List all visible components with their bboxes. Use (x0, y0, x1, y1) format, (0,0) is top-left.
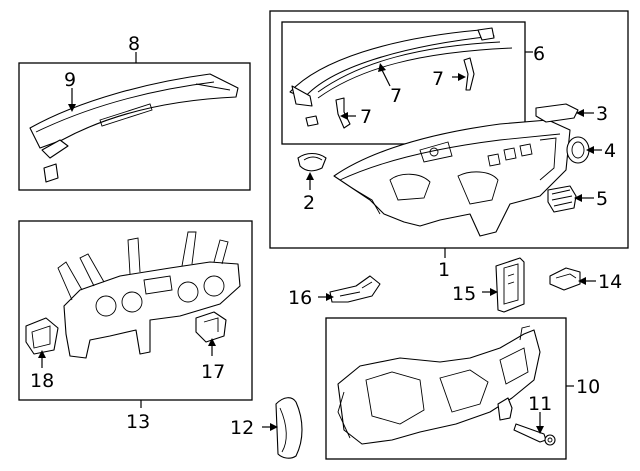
part-10-lower-panel (337, 329, 541, 445)
callout-9: 9 (64, 69, 76, 91)
callout-18: 18 (30, 370, 54, 392)
group-16: 16 (288, 275, 381, 309)
box-10 (325, 317, 567, 460)
group-12: 12 (230, 397, 303, 459)
part-3-bracket (535, 103, 579, 123)
part-11-bracket (497, 397, 513, 421)
callout-5: 5 (596, 188, 608, 210)
part-1-instrument-panel (333, 119, 571, 237)
callout-10: 10 (576, 376, 600, 398)
part-15-bracket (495, 257, 525, 313)
part-7-retainer-right (463, 57, 475, 91)
box-8 (18, 62, 251, 191)
callout-2: 2 (303, 192, 315, 214)
part-4-speaker-ring (566, 136, 590, 164)
box-13 (18, 220, 253, 401)
part-7-bracket (291, 85, 313, 107)
part-16-bracket (329, 275, 381, 303)
part-7-clip-a (305, 115, 319, 127)
callout-7-a: 7 (390, 85, 402, 107)
callout-3: 3 (596, 103, 608, 125)
callout-6: 6 (533, 43, 545, 65)
part-17-bracket (195, 311, 227, 343)
callout-4: 4 (604, 140, 616, 162)
callout-15: 15 (452, 283, 476, 305)
part-2-vent-outlet (297, 152, 327, 172)
group-13-reinforcement: 13 18 17 (18, 220, 253, 433)
callout-14: 14 (598, 271, 622, 293)
part-9-small-clip (43, 163, 59, 183)
callout-1: 1 (438, 259, 450, 281)
callout-16: 16 (288, 287, 312, 309)
part-14-clip (549, 267, 581, 291)
callout-12: 12 (230, 417, 254, 439)
group-1-instrument-panel: 1 6 7 7 7 (269, 10, 629, 281)
callout-8: 8 (128, 33, 140, 55)
part-12-cover (275, 397, 303, 459)
callout-7-c: 7 (432, 68, 444, 90)
part-18-bracket (25, 317, 59, 355)
callout-7-b: 7 (360, 106, 372, 128)
part-9-clip (41, 139, 69, 159)
group-14: 14 (549, 267, 622, 293)
callout-11: 11 (528, 393, 552, 415)
part-7-top-end (477, 27, 495, 41)
group-15: 15 (452, 257, 525, 313)
box-1 (269, 10, 629, 249)
part-9-defroster-grille (29, 73, 239, 149)
callout-17: 17 (201, 361, 225, 383)
group-8-defroster-trim: 8 9 (18, 33, 251, 191)
group-10-lower-panel: 10 11 (325, 317, 600, 460)
part-5-side-vent (547, 185, 577, 213)
callout-13: 13 (126, 411, 150, 433)
part-7-retainer-left (335, 97, 351, 129)
